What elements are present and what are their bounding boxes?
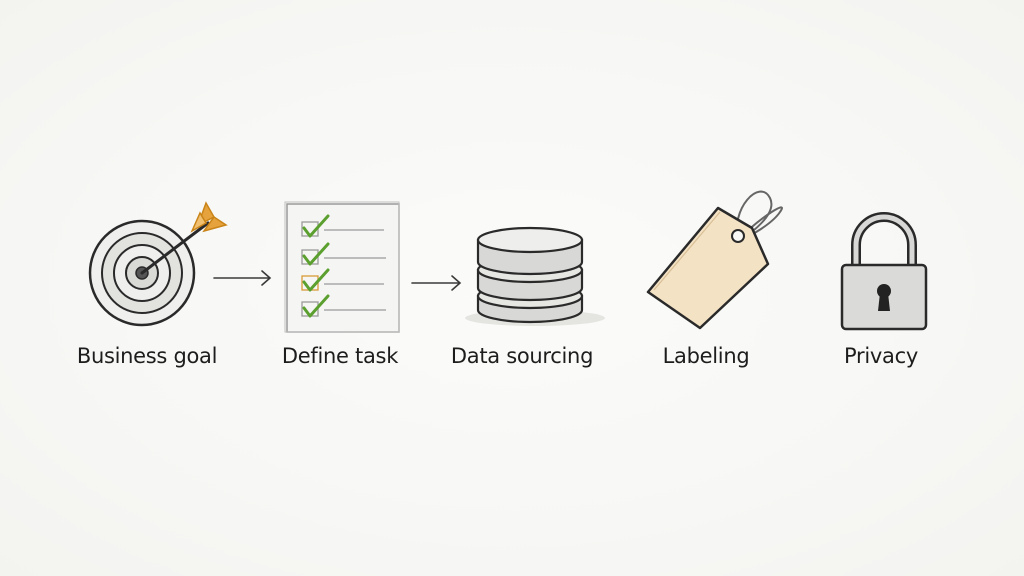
tag-icon xyxy=(646,190,783,330)
target-icon xyxy=(88,201,228,327)
checklist-icon xyxy=(284,201,400,333)
arrow-2 xyxy=(411,275,462,291)
label-data-sourcing: Data sourcing xyxy=(450,344,594,368)
arrow-1 xyxy=(213,270,272,286)
padlock-icon xyxy=(840,212,928,331)
step-business-goal xyxy=(80,195,240,335)
step-labeling xyxy=(640,178,790,338)
database-icon xyxy=(465,226,605,326)
step-data-sourcing xyxy=(460,222,610,332)
step-privacy xyxy=(838,212,938,335)
label-define-task: Define task xyxy=(281,344,399,368)
label-labeling: Labeling xyxy=(662,344,750,368)
step-define-task xyxy=(284,200,404,335)
label-privacy: Privacy xyxy=(844,344,918,368)
label-business-goal: Business goal xyxy=(76,344,218,368)
